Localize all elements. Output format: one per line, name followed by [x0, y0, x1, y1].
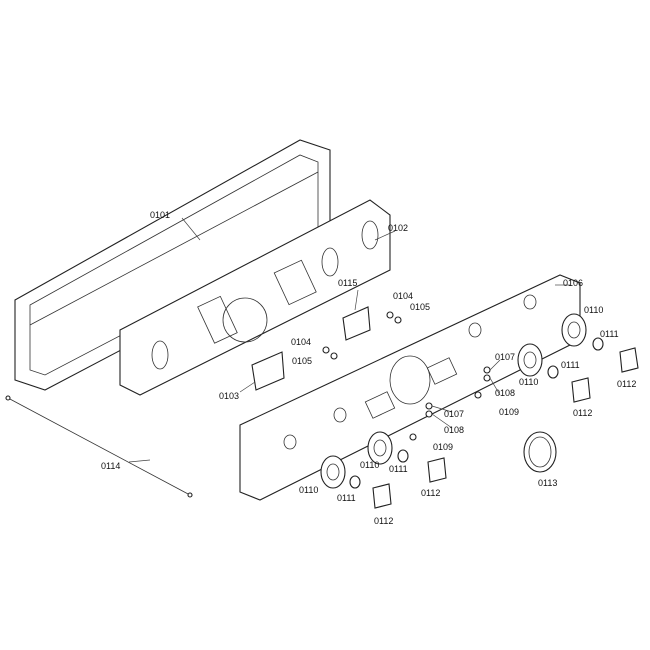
- part-board-0102: [119, 199, 391, 396]
- knob-caps-0111: [349, 337, 604, 489]
- callout-0111: 0111: [389, 464, 408, 474]
- callout-0112: 0112: [421, 488, 440, 498]
- callout-0111: 0111: [337, 493, 356, 503]
- callout-0109: 0109: [499, 407, 519, 417]
- callout-0106: 0106: [563, 278, 583, 288]
- callout-0102: 0102: [388, 223, 408, 233]
- part-display-0103: [251, 351, 285, 391]
- callout-0115: 0115: [338, 278, 357, 288]
- callout-0112: 0112: [374, 516, 393, 526]
- callout-0105: 0105: [410, 302, 430, 312]
- part-display-0115: [342, 306, 371, 341]
- callout-0111: 0111: [561, 360, 580, 370]
- ring-0113: [523, 431, 557, 473]
- hardware-screws: [322, 311, 491, 441]
- callout-0108: 0108: [444, 425, 464, 435]
- callout-0112: 0112: [617, 379, 636, 389]
- callout-0108: 0108: [495, 388, 515, 398]
- callout-0104: 0104: [291, 337, 311, 347]
- callout-0101: 0101: [150, 210, 170, 220]
- callout-0112: 0112: [573, 408, 592, 418]
- callout-0107: 0107: [444, 409, 464, 419]
- callout-labels: 0101 0102 0106 0115 0104 0105 0104 0105 …: [101, 210, 636, 526]
- knobs-0112: [372, 347, 639, 509]
- wire-0114: [5, 395, 193, 498]
- callout-0110: 0110: [519, 377, 538, 387]
- callout-0110: 0110: [299, 485, 318, 495]
- callout-0111: 0111: [600, 329, 619, 339]
- callout-0114: 0114: [101, 461, 120, 471]
- knob-rings-0110: [320, 313, 587, 489]
- callout-0103: 0103: [219, 391, 239, 401]
- callout-0110: 0110: [584, 305, 603, 315]
- callout-0113: 0113: [538, 478, 557, 488]
- callout-0105: 0105: [292, 356, 312, 366]
- callout-0110: 0110: [360, 460, 379, 470]
- callout-0109: 0109: [433, 442, 453, 452]
- callout-0107: 0107: [495, 352, 515, 362]
- leader-lines: [128, 217, 570, 463]
- callout-0104: 0104: [393, 291, 413, 301]
